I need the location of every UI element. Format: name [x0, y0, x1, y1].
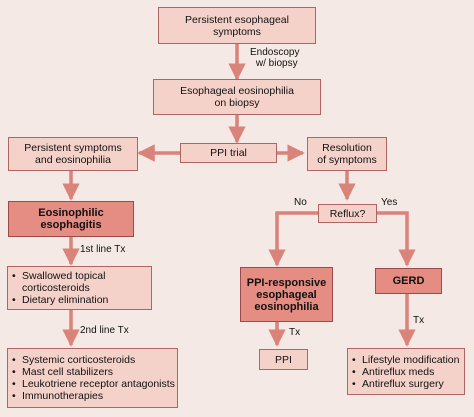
gerd-treatment-box: Lifestyle modification Antireflux meds A…: [347, 348, 465, 395]
list-item: Swallowed topical corticosteroids: [12, 270, 142, 294]
arrow-reflux-no: [268, 211, 318, 267]
tx-ppi-label: Tx: [289, 327, 301, 338]
no-label: No: [294, 197, 307, 208]
list-item: Mast cell stabilizers: [12, 366, 175, 378]
list-item: Leukotriene receptor antagonists: [12, 378, 175, 390]
second-line-treatment-box: Systemic corticosteroids Mast cell stabi…: [7, 348, 178, 408]
arrow-reflux-yes: [377, 211, 416, 267]
ppi-trial-box: PPI trial: [180, 143, 277, 163]
list-item: Lifestyle modification: [352, 354, 460, 366]
tx-gerd-label: Tx: [413, 315, 425, 326]
endoscopy-label: Endoscopy w/ biopsy: [250, 47, 300, 69]
ppi-box: PPI: [259, 349, 308, 370]
list-item: Dietary elimination: [12, 294, 142, 306]
list-item: Immunotherapies: [12, 390, 175, 402]
list-item: Antireflux surgery: [352, 378, 459, 390]
first-line-treatment-box: Swallowed topical corticosteroids Dietar…: [7, 266, 152, 310]
list-item: Antireflux meds: [352, 366, 459, 378]
second-line-tx-label: 2nd line Tx: [80, 325, 129, 336]
gerd-box: GERD: [375, 268, 442, 294]
first-line-tx-label: 1st line Tx: [80, 244, 126, 255]
reflux-question-box: Reflux?: [318, 204, 377, 223]
list-item: Systemic corticosteroids: [12, 354, 175, 366]
yes-label: Yes: [381, 197, 398, 208]
